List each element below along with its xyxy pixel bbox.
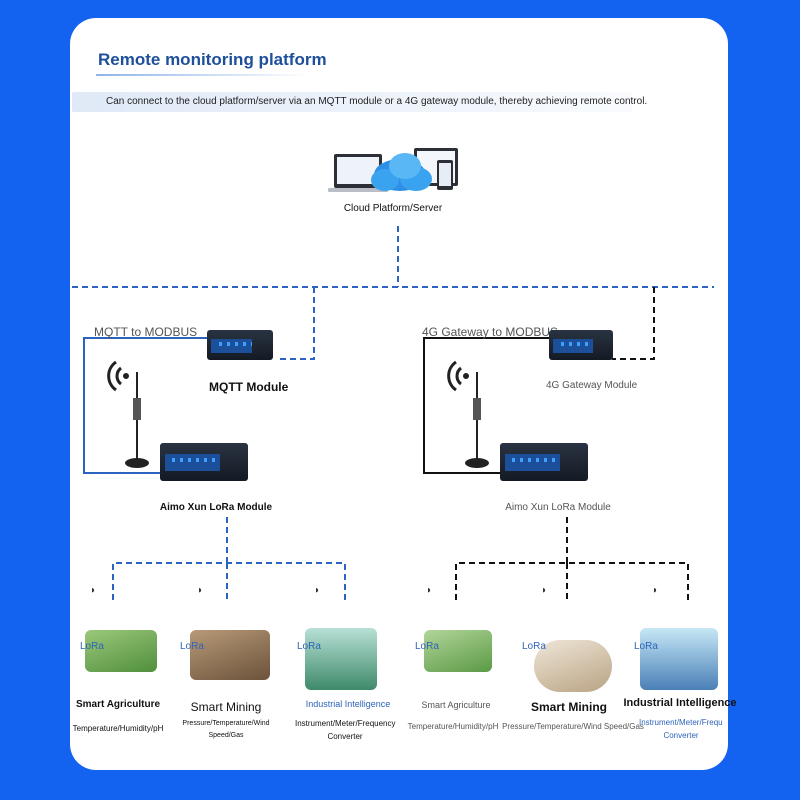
right-node-3-title: Industrial Intelligence — [623, 697, 737, 709]
right-node-1-title: Smart Agriculture — [421, 700, 491, 710]
cloud-illustration — [328, 148, 458, 192]
left-node-3-desc: Instrument/Meter/Frequency Converter — [295, 719, 396, 741]
subtitle-bar — [72, 92, 632, 112]
right-antenna — [465, 372, 489, 468]
mqtt-lora-link — [83, 337, 207, 474]
diagram-card — [70, 18, 728, 770]
node-signal-icon: ◗ — [90, 585, 97, 596]
mqtt-module-device — [207, 330, 273, 360]
mqtt-module-label: MQTT Module — [209, 380, 289, 394]
left-branch-tag: MQTT to MODBUS — [94, 325, 198, 339]
left-antenna-signal-icon — [107, 360, 129, 392]
left-node-1-title: Smart Agriculture — [75, 699, 161, 710]
gateway-module-device — [549, 330, 613, 360]
mqtt-connector — [276, 287, 315, 360]
gateway-lora-link — [423, 337, 552, 474]
node-signal-icon: ◗ — [197, 585, 204, 596]
right-lora-module-device — [500, 443, 588, 481]
left-node-2-lora: LoRa — [180, 641, 204, 652]
gateway-connector — [612, 287, 655, 360]
left-node-3-title: Industrial Intelligence — [305, 699, 391, 709]
right-node-1-lora: LoRa — [415, 641, 439, 652]
right-node-2-lora: LoRa — [522, 641, 546, 652]
left-node-2-title: Smart Mining — [190, 700, 262, 714]
right-lora-module-label: Aimo Xun LoRa Module — [505, 502, 611, 513]
right-industrial-scene — [640, 628, 718, 690]
right-mining-scene — [534, 640, 612, 692]
page-title: Remote monitoring platform — [98, 50, 327, 69]
right-node-3-lora: LoRa — [634, 641, 658, 652]
left-node-2-desc: Pressure/Temperature/Wind Speed/Gas — [182, 720, 270, 739]
node-signal-icon: ◗ — [314, 585, 321, 596]
left-lora-module-device — [160, 443, 248, 481]
gateway-module-label: 4G Gateway Module — [546, 380, 638, 391]
right-node-2-title: Smart Mining — [530, 700, 608, 714]
left-antenna — [125, 372, 149, 468]
right-antenna-signal-icon — [447, 360, 469, 392]
left-mining-scene — [190, 630, 270, 680]
right-agriculture-scene — [424, 630, 492, 672]
node-signal-icon: ◗ — [426, 585, 433, 596]
left-node-bus — [112, 562, 346, 600]
right-node-2-desc: Pressure/Temperature/Wind Speed/Gas — [502, 722, 644, 731]
left-node-1-desc: Temperature/Humidity/pH — [72, 724, 164, 733]
title-underline — [96, 74, 310, 76]
right-branch-tag: 4G Gateway to MODBUS — [422, 325, 559, 339]
right-node-bus — [455, 562, 689, 600]
node-signal-icon: ◗ — [541, 585, 548, 596]
cloud-label: Cloud Platform/Server — [343, 203, 443, 214]
page-subtitle: Can connect to the cloud platform/server… — [106, 96, 648, 107]
node-signal-icon: ◗ — [652, 585, 659, 596]
right-node-1-desc: Temperature/Humidity/pH — [407, 722, 499, 731]
left-industrial-scene — [305, 628, 377, 690]
left-agriculture-scene — [85, 630, 157, 672]
right-node-3-desc: Instrument/Meter/Frequency Converter — [639, 718, 723, 740]
left-node-3-lora: LoRa — [297, 641, 321, 652]
left-node-1-lora: LoRa — [80, 641, 104, 652]
left-lora-module-label: Aimo Xun LoRa Module — [159, 502, 273, 513]
